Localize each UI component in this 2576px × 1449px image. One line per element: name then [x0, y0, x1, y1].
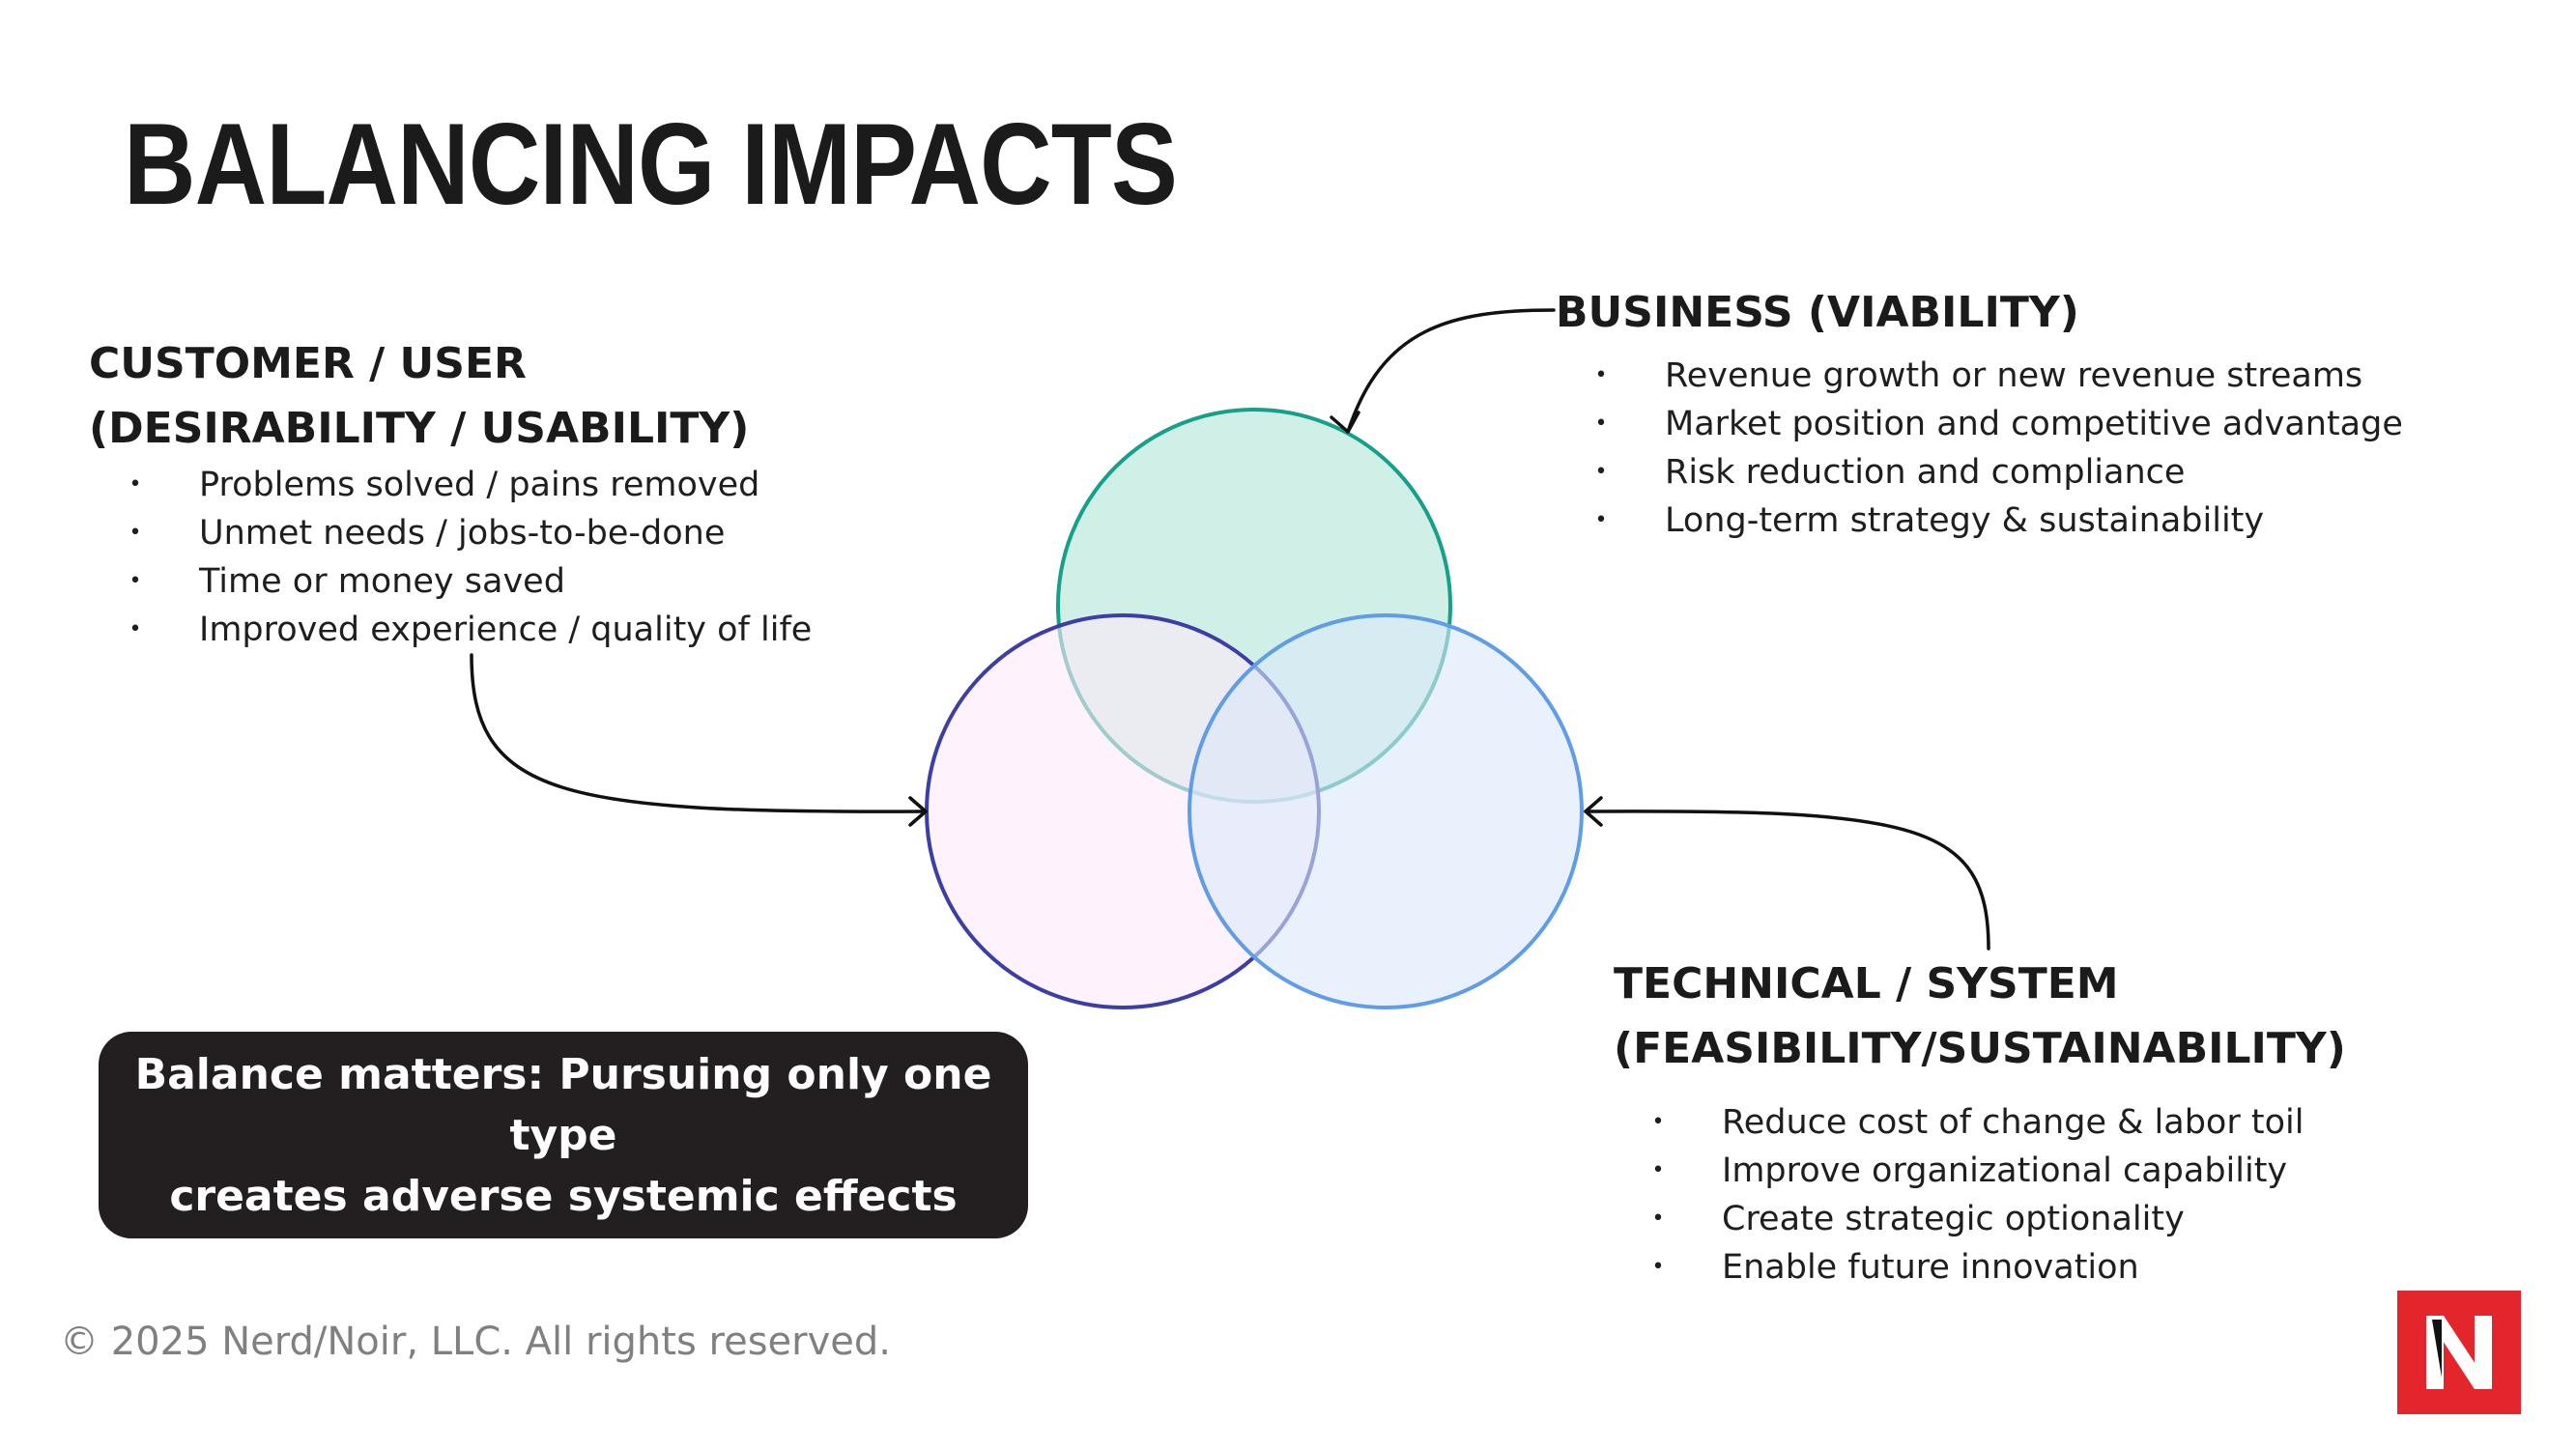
business-connector-arrow [1346, 308, 1556, 434]
customer-user-list: Problems solved / pains removed Unmet ne… [126, 461, 812, 654]
customer-heading-line-2: (DESIRABILITY / USABILITY) [89, 404, 750, 453]
list-item: Improved experience / quality of life [126, 606, 812, 654]
page-title: BALANCING IMPACTS [124, 99, 1178, 229]
list-item: Long-term strategy & sustainability [1591, 497, 2403, 545]
list-item: Enable future innovation [1648, 1243, 2304, 1292]
customer-connector-arrow [470, 653, 928, 813]
list-item: Unmet needs / jobs-to-be-done [126, 509, 812, 557]
venn-circles [925, 408, 1584, 1009]
customer-heading-line-1: CUSTOMER / USER [89, 339, 527, 388]
business-viability-list: Revenue growth or new revenue streams Ma… [1591, 352, 2403, 545]
list-item: Create strategic optionality [1648, 1195, 2304, 1243]
list-item: Reduce cost of change & labor toil [1648, 1098, 2304, 1147]
list-item: Risk reduction and compliance [1591, 448, 2403, 497]
customer-user-heading: CUSTOMER / USER (DESIRABILITY / USABILIT… [89, 331, 749, 461]
list-item: Market position and competitive advantag… [1591, 400, 2403, 448]
copyright-notice: © 2025 Nerd/Noir, LLC. All rights reserv… [60, 1320, 891, 1364]
list-item: Problems solved / pains removed [126, 461, 812, 509]
business-viability-heading: BUSINESS (VIABILITY) [1556, 288, 2079, 337]
technical-heading-line-2: (FEASIBILITY/SUSTAINABILITY) [1614, 1024, 2346, 1073]
list-item: Improve organizational capability [1648, 1147, 2304, 1195]
balance-callout: Balance matters: Pursuing only one type … [99, 1032, 1028, 1238]
nerd-noir-n-logo-icon [2397, 1291, 2521, 1414]
list-item: Time or money saved [126, 557, 812, 606]
technical-system-list: Reduce cost of change & labor toil Impro… [1648, 1098, 2304, 1292]
technical-circle [1188, 613, 1584, 1009]
customer-arrowhead-icon [908, 796, 928, 827]
technical-heading-line-1: TECHNICAL / SYSTEM [1614, 959, 2119, 1009]
technical-system-heading: TECHNICAL / SYSTEM (FEASIBILITY/SUSTAINA… [1614, 952, 2346, 1081]
business-arrowhead-icon [1330, 411, 1360, 434]
list-item: Revenue growth or new revenue streams [1591, 352, 2403, 400]
callout-text: Balance matters: Pursuing only one type … [134, 1049, 992, 1221]
technical-arrowhead-icon [1584, 796, 1603, 827]
technical-connector-arrow [1584, 810, 1990, 951]
